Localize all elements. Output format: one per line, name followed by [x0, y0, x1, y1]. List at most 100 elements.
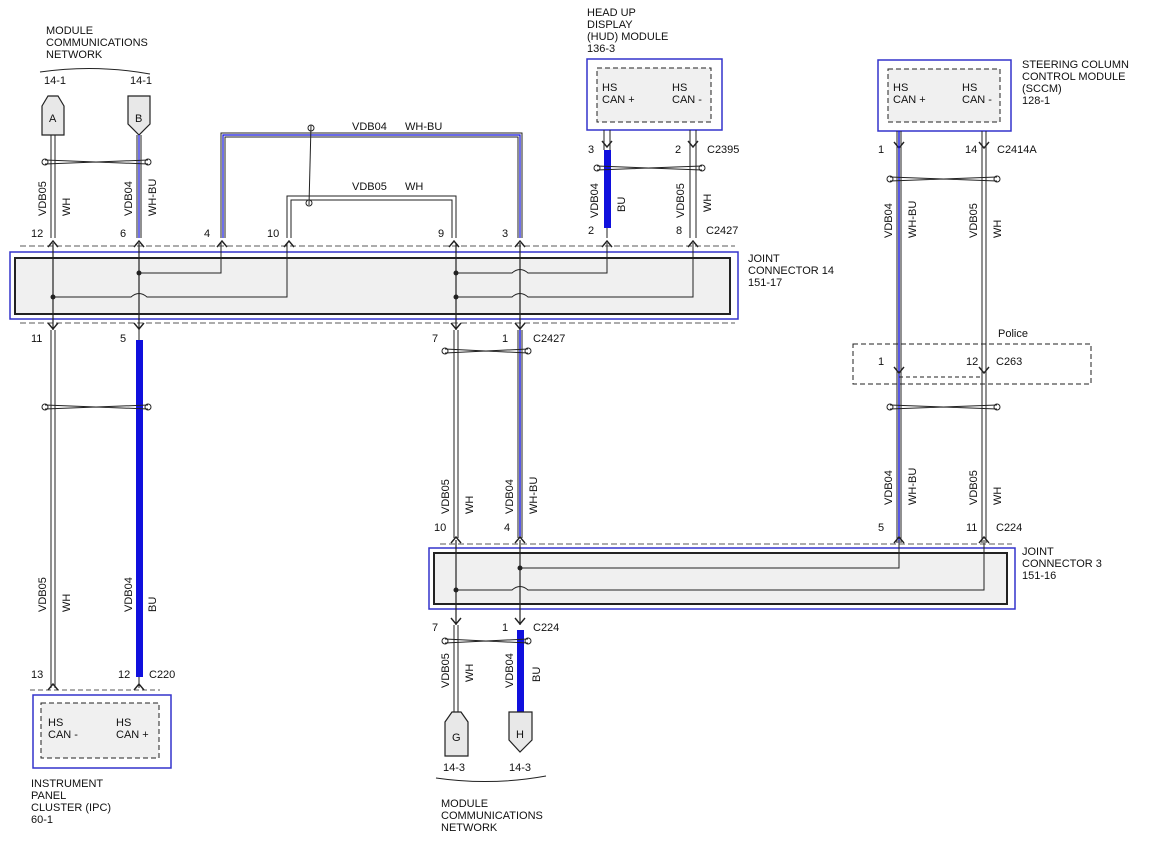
svg-text:CONNECTOR 14: CONNECTOR 14 — [748, 265, 834, 277]
svg-text:NETWORK: NETWORK — [46, 49, 103, 61]
loop-vdb04-circuit: VDB04 — [352, 121, 387, 133]
jc14-pin-11: 11 — [31, 333, 42, 345]
ipc-pin-right-2: CAN + — [116, 729, 149, 741]
twisted-pair-marker — [44, 159, 149, 165]
connector-h-icon — [508, 711, 533, 753]
svg-text:128-1: 128-1 — [1022, 95, 1050, 107]
svg-text:COMMUNICATIONS: COMMUNICATIONS — [46, 37, 148, 49]
police-pin-12: 12 — [966, 356, 978, 368]
svg-text:CONNECTOR 3: CONNECTOR 3 — [1022, 558, 1102, 570]
svg-text:MODULE: MODULE — [46, 25, 93, 37]
sccm-left-bottom-circuit: VDB04 — [883, 470, 895, 505]
bottom-network-title: MODULE COMMUNICATIONS NETWORK — [441, 798, 543, 834]
hud-right-circuit: VDB05 — [675, 183, 687, 218]
connector-g-icon — [444, 711, 469, 757]
hud-pin-2: 2 — [675, 144, 681, 156]
sccm-pin-left-2: CAN + — [893, 94, 926, 106]
jc14-pin-4: 4 — [204, 228, 210, 240]
ipc-pin-right-1: HS — [116, 717, 131, 729]
svg-text:CLUSTER (IPC): CLUSTER (IPC) — [31, 802, 111, 814]
police-pin-1: 1 — [878, 356, 884, 368]
network-b-ref: 14-1 — [130, 75, 152, 87]
svg-text:COMMUNICATIONS: COMMUNICATIONS — [441, 810, 543, 822]
sccm-left-bottom-color: WH-BU — [907, 468, 919, 505]
jc3-pin-11: 11 — [966, 522, 977, 534]
wire-b-circuit: VDB04 — [123, 181, 135, 216]
loop-wire-vdb05 — [286, 195, 457, 238]
svg-text:60-1: 60-1 — [31, 814, 53, 826]
sccm-right-bottom-circuit: VDB05 — [968, 470, 980, 505]
wire-a-color: WH — [61, 198, 73, 216]
sccm-title: STEERING COLUMN CONTROL MODULE (SCCM) 12… — [1022, 59, 1129, 107]
mid-right-color: WH-BU — [528, 477, 540, 514]
ipc-left-color: WH — [61, 594, 73, 612]
sccm-right-top-color: WH — [992, 220, 1004, 238]
loop-vdb05-circuit: VDB05 — [352, 181, 387, 193]
hud-pin-left-2: CAN + — [602, 94, 635, 106]
sccm-pin-right-1: HS — [962, 82, 977, 94]
jc3-pin-7: 7 — [432, 622, 438, 634]
h-circuit: VDB04 — [504, 653, 516, 688]
svg-text:HEAD UP: HEAD UP — [587, 7, 636, 19]
wire-a-circuit: VDB05 — [37, 181, 49, 216]
jc14-pin-3: 3 — [502, 228, 508, 240]
wire-b-color: WH-BU — [147, 179, 159, 216]
hud-wire-blue — [604, 150, 611, 228]
connector-c263: C263 — [996, 356, 1022, 368]
mid-left-circuit: VDB05 — [440, 479, 452, 514]
hud-pin-3: 3 — [588, 144, 594, 156]
connector-c2427-top: C2427 — [706, 225, 738, 237]
svg-text:MODULE: MODULE — [441, 798, 488, 810]
network-h-ref: 14-3 — [509, 762, 531, 774]
loop-vdb05-color: WH — [405, 181, 423, 193]
svg-text:(SCCM): (SCCM) — [1022, 83, 1062, 95]
sccm-pin-left-1: HS — [893, 82, 908, 94]
connector-c220: C220 — [149, 669, 175, 681]
jc14-pin-10: 10 — [267, 228, 279, 240]
connector-a-icon — [41, 95, 65, 136]
ipc-pin-left-2: CAN - — [48, 729, 78, 741]
ipc-pin-12: 12 — [118, 669, 130, 681]
police-connector-block — [852, 343, 1092, 385]
jc3-title: JOINT CONNECTOR 3 151-16 — [1022, 546, 1102, 582]
connector-c2427-bottom: C2427 — [533, 333, 565, 345]
connector-b-letter: B — [135, 113, 142, 125]
connector-a-letter: A — [49, 113, 57, 125]
connector-g-letter: G — [452, 732, 461, 744]
jc14-pin-12: 12 — [31, 228, 43, 240]
jc14-pin-8: 8 — [676, 225, 682, 237]
ipc-right-circuit: VDB04 — [123, 577, 135, 612]
police-label: Police — [998, 328, 1028, 340]
wire-h-bottom-blue — [517, 630, 524, 712]
jc3-pin-4: 4 — [504, 522, 510, 534]
connector-b-icon — [127, 95, 151, 136]
sccm-pin-14: 14 — [965, 144, 977, 156]
jc14-pin-2: 2 — [588, 225, 594, 237]
hud-pin-right-2: CAN - — [672, 94, 702, 106]
svg-text:JOINT: JOINT — [1022, 546, 1054, 558]
hud-left-color: BU — [616, 197, 628, 212]
mid-right-circuit: VDB04 — [504, 479, 516, 514]
network-brace — [39, 67, 151, 75]
loop-vdb04-color: WH-BU — [405, 121, 442, 133]
jc14-title: JOINT CONNECTOR 14 151-17 — [748, 253, 834, 289]
ipc-right-wire-blue — [136, 340, 143, 677]
svg-text:STEERING COLUMN: STEERING COLUMN — [1022, 59, 1129, 71]
network-a-ref: 14-1 — [44, 75, 66, 87]
sccm-left-top-circuit: VDB04 — [883, 203, 895, 238]
svg-text:CONTROL MODULE: CONTROL MODULE — [1022, 71, 1126, 83]
sccm-right-top-circuit: VDB05 — [968, 203, 980, 238]
h-color: BU — [531, 667, 543, 682]
g-color: WH — [464, 664, 476, 682]
svg-text:(HUD) MODULE: (HUD) MODULE — [587, 31, 668, 43]
jc3-pin-1: 1 — [502, 622, 508, 634]
jc14-pin-7: 7 — [432, 333, 438, 345]
sccm-pin-1: 1 — [878, 144, 884, 156]
network-g-ref: 14-3 — [443, 762, 465, 774]
svg-text:151-17: 151-17 — [748, 277, 782, 289]
loop-wire-vdb04 — [220, 132, 523, 238]
hud-pin-left-1: HS — [602, 82, 617, 94]
g-circuit: VDB05 — [440, 653, 452, 688]
